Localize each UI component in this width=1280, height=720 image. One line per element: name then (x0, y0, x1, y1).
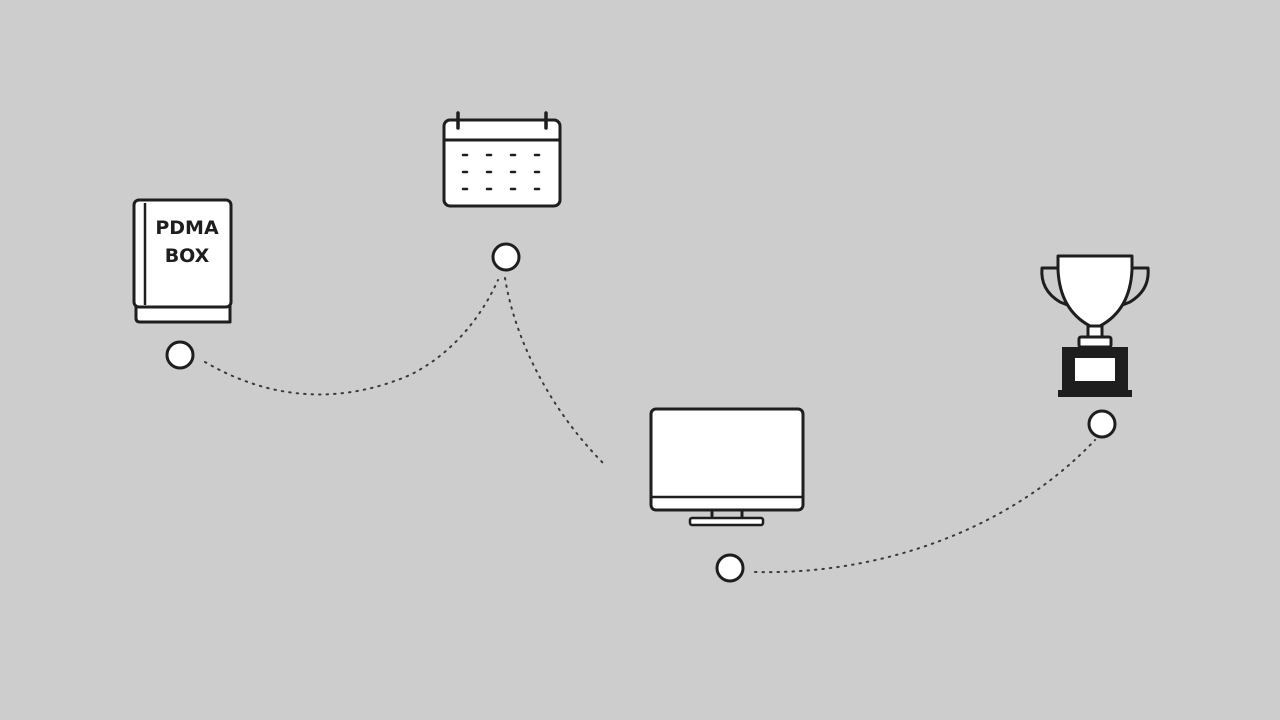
book-title-line-1: PDMA (155, 217, 219, 239)
connector-calendar-monitor (504, 277, 606, 466)
book-title-line-2: BOX (165, 245, 210, 267)
node-marker-calendar[interactable] (491, 242, 521, 272)
calendar-icon[interactable] (442, 111, 562, 208)
monitor-icon[interactable] (649, 407, 805, 527)
book-icon[interactable]: PDMA BOX (132, 198, 233, 324)
node-marker-trophy[interactable] (1087, 409, 1117, 439)
node-marker-monitor[interactable] (715, 553, 745, 583)
node-marker-book[interactable] (165, 340, 195, 370)
connector-monitor-trophy (754, 439, 1096, 574)
trophy-icon[interactable] (1040, 254, 1150, 397)
connector-book-calendar (204, 279, 499, 396)
